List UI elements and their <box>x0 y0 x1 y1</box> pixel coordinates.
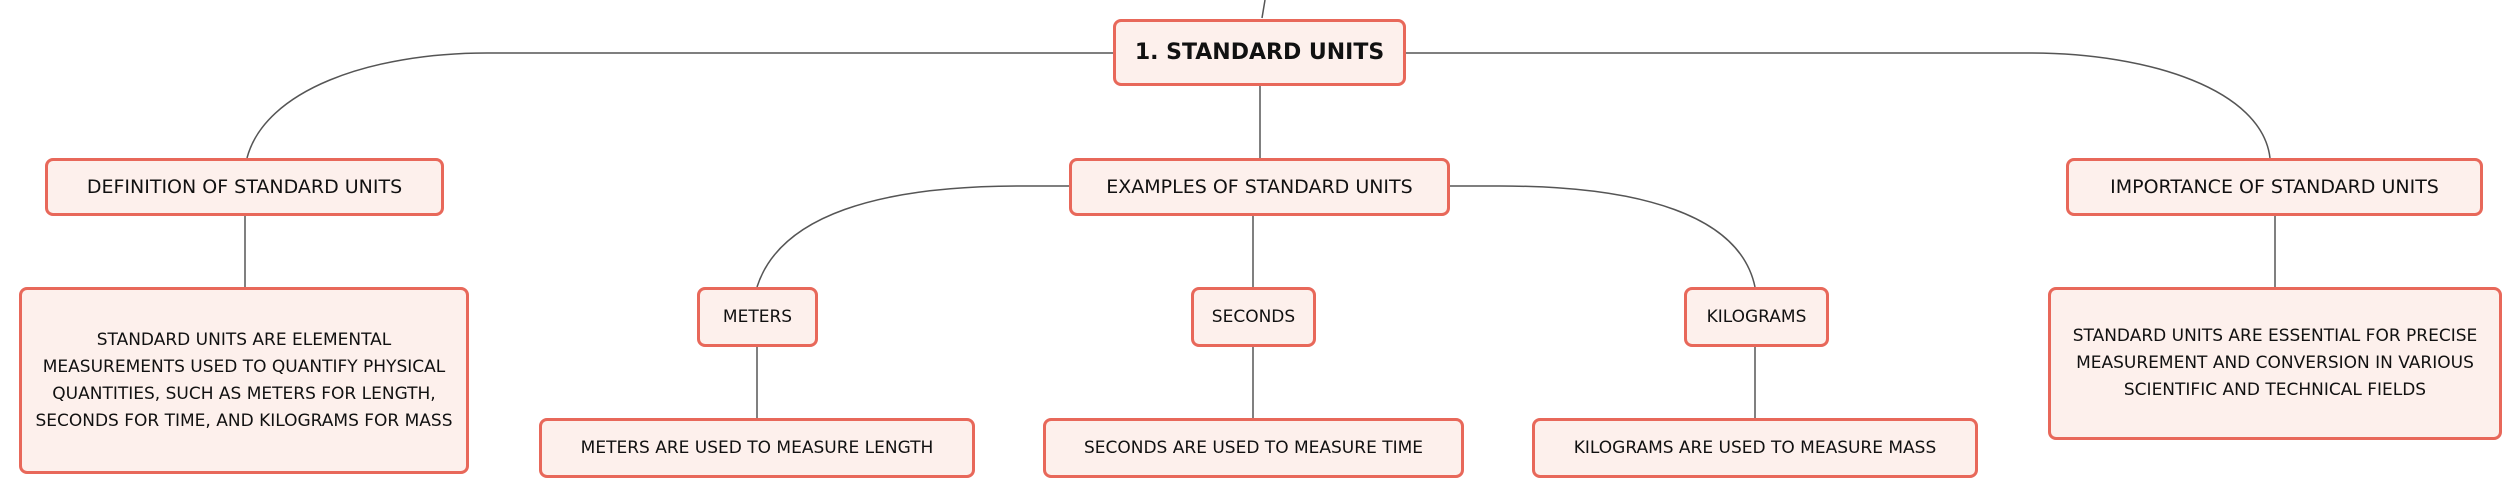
root-node[interactable]: 1. STANDARD UNITS <box>1113 19 1406 86</box>
kilograms-detail-node[interactable]: KILOGRAMS ARE USED TO MEASURE MASS <box>1532 418 1978 478</box>
seconds-label: SECONDS <box>1211 307 1296 327</box>
seconds-node[interactable]: SECONDS <box>1191 287 1316 347</box>
meters-detail-text: METERS ARE USED TO MEASURE LENGTH <box>580 438 934 458</box>
connector-root-definition <box>246 52 1113 159</box>
meters-node[interactable]: METERS <box>697 287 818 347</box>
seconds-detail-node[interactable]: SECONDS ARE USED TO MEASURE TIME <box>1043 418 1464 478</box>
kilograms-node[interactable]: KILOGRAMS <box>1684 287 1829 347</box>
root-label: 1. STANDARD UNITS <box>1134 40 1385 65</box>
examples-node[interactable]: EXAMPLES OF STANDARD UNITS <box>1069 158 1450 216</box>
kilograms-label: KILOGRAMS <box>1706 307 1807 327</box>
connector-examples-kilograms <box>1450 185 1756 288</box>
importance-detail-text: STANDARD UNITS ARE ESSENTIAL FOR PRECISE… <box>2072 326 2478 400</box>
examples-label: EXAMPLES OF STANDARD UNITS <box>1106 176 1413 198</box>
importance-node[interactable]: IMPORTANCE OF STANDARD UNITS <box>2066 158 2483 216</box>
definition-label: DEFINITION OF STANDARD UNITS <box>86 176 403 198</box>
definition-detail-text: STANDARD UNITS ARE ELEMENTAL MEASUREMENT… <box>35 329 453 431</box>
connector-root-importance <box>1406 52 2271 159</box>
connector-parent-root <box>1261 0 1266 19</box>
definition-node[interactable]: DEFINITION OF STANDARD UNITS <box>45 158 444 216</box>
importance-label: IMPORTANCE OF STANDARD UNITS <box>2110 176 2439 198</box>
meters-detail-node[interactable]: METERS ARE USED TO MEASURE LENGTH <box>539 418 975 478</box>
meters-label: METERS <box>722 307 793 327</box>
importance-detail-node[interactable]: STANDARD UNITS ARE ESSENTIAL FOR PRECISE… <box>2048 287 2502 440</box>
connector-examples-meters <box>756 185 1069 288</box>
kilograms-detail-text: KILOGRAMS ARE USED TO MEASURE MASS <box>1573 438 1937 458</box>
definition-detail-node[interactable]: STANDARD UNITS ARE ELEMENTAL MEASUREMENT… <box>19 287 469 474</box>
seconds-detail-text: SECONDS ARE USED TO MEASURE TIME <box>1083 438 1424 458</box>
